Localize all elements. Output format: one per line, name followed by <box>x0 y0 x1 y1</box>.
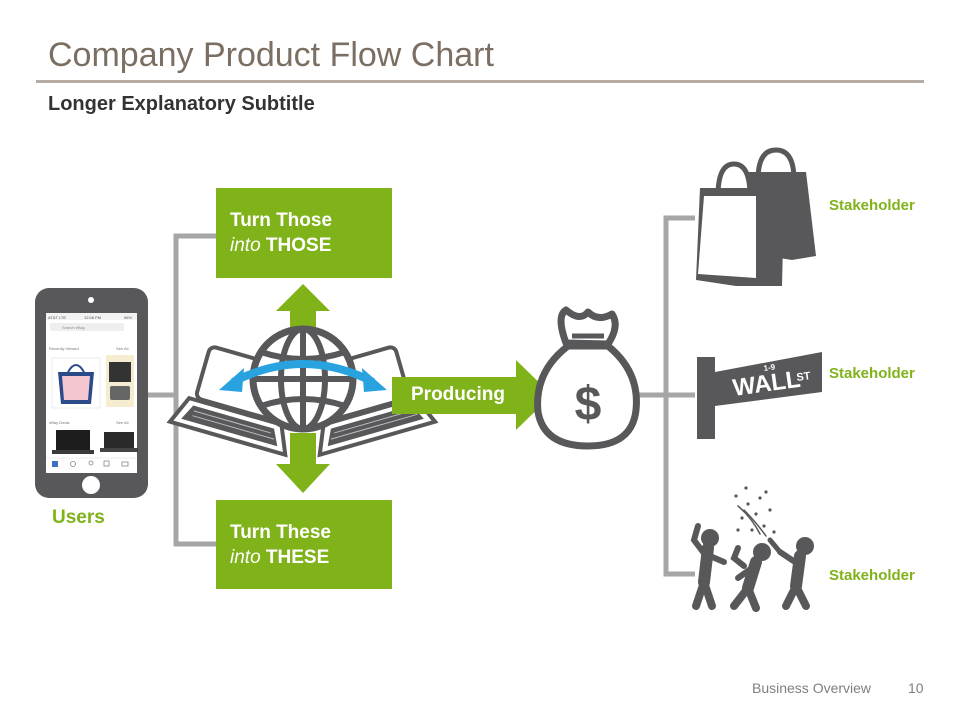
bottom-box-italic: into <box>230 547 261 568</box>
street-sign-number: 1-9 <box>763 362 776 373</box>
producing-label: Producing <box>411 384 505 405</box>
top-box-rest: THOSE <box>260 235 332 256</box>
transform-those-box: Turn Those into THOSE <box>216 188 392 278</box>
phone-cart-icon <box>121 461 129 467</box>
phone-section-deals: eBay Deals <box>49 420 69 425</box>
bottom-box-line1: Turn These <box>230 522 331 543</box>
phone-status-time: 12:06 PM <box>84 315 101 320</box>
right-connectors <box>636 215 695 577</box>
phone-search-icon <box>70 461 76 467</box>
phone-status-right: 96% <box>124 315 132 320</box>
celebrating-people-icon <box>690 486 814 612</box>
phone-search-bar <box>50 323 124 331</box>
down-arrow-icon <box>276 433 330 493</box>
phone-section-recent: Recently Viewed <box>49 346 79 351</box>
phone-search-placeholder: Search eBay <box>62 325 85 330</box>
stakeholder-label-2: Stakeholder <box>829 365 915 382</box>
top-box-line2: into THOSE <box>230 233 378 258</box>
phone-thumb-laptop-1 <box>52 430 94 454</box>
stakeholder-label-1: Stakeholder <box>829 197 915 214</box>
phone-tag-icon <box>103 460 110 467</box>
wall-street-sign-icon: WALL ST 1-9 <box>697 352 822 439</box>
street-sign-suffix: ST <box>796 370 812 384</box>
top-box-line1: Turn Those <box>230 210 333 231</box>
money-bag-icon: $ <box>534 306 640 450</box>
phone-see-all-1: See All <box>116 346 129 351</box>
footer-section: Business Overview <box>752 680 872 696</box>
phone-home-icon <box>52 461 58 467</box>
page-subtitle: Longer Explanatory Subtitle <box>48 93 315 115</box>
stakeholder-label-3: Stakeholder <box>829 567 915 584</box>
producing-arrow <box>392 360 552 430</box>
title-divider <box>36 80 924 83</box>
footer-page-number: 10 <box>908 680 924 696</box>
left-connectors <box>148 233 216 547</box>
phone-profile-icon <box>88 460 94 466</box>
smartphone-icon: AT&T LTE 12:06 PM 96% Search eBay Recent… <box>35 288 148 498</box>
phone-see-all-2: See All <box>116 420 129 425</box>
phone-thumb-cooler <box>106 355 134 407</box>
transform-these-box: Turn These into THESE <box>216 500 392 589</box>
up-arrow-icon <box>276 284 330 327</box>
top-box-italic: into <box>230 235 261 256</box>
phone-thumb-laptop-2 <box>100 432 138 452</box>
bottom-box-rest: THESE <box>260 547 330 568</box>
users-label: Users <box>52 507 105 528</box>
page-title: Company Product Flow Chart <box>48 36 494 74</box>
dollar-sign: $ <box>575 378 602 431</box>
phone-status-left: AT&T LTE <box>48 315 66 320</box>
shopping-bags-icon <box>696 147 816 286</box>
phone-thumb-bag <box>51 357 101 409</box>
bottom-box-line2: into THESE <box>230 545 378 570</box>
